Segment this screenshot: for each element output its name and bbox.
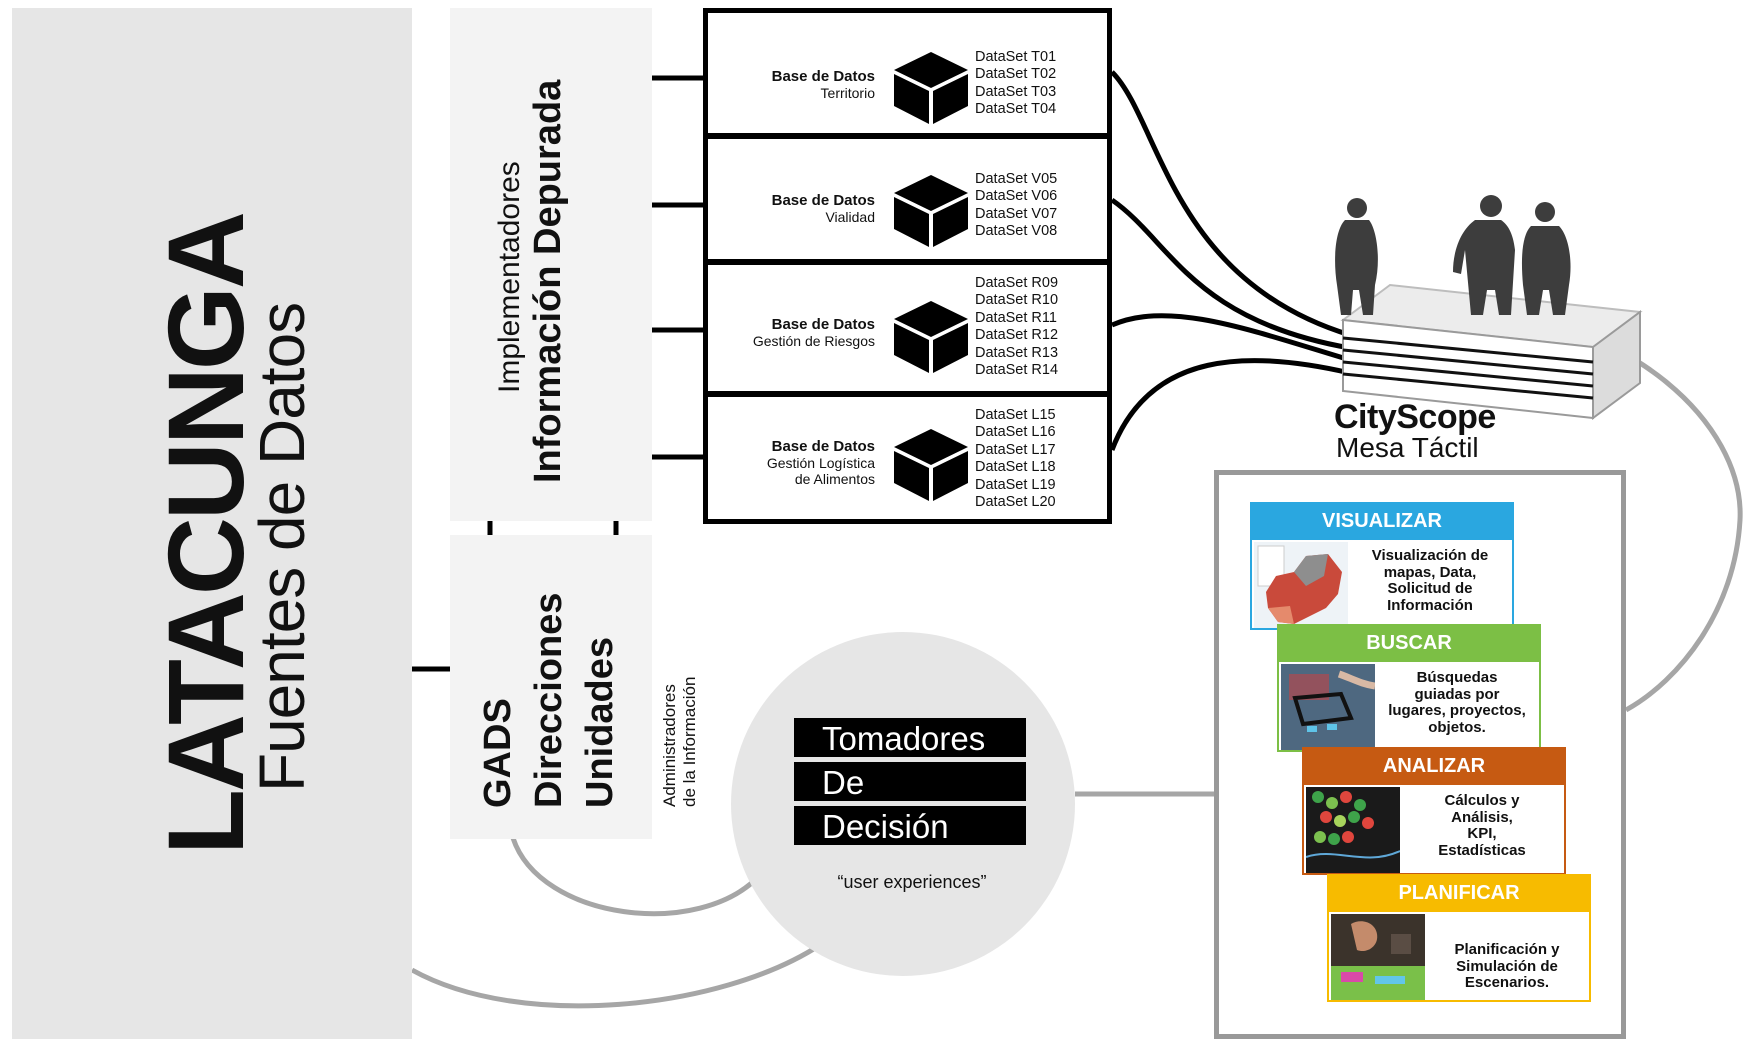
database-title: Base de Datos [771, 192, 875, 209]
database-title: Base de Datos [771, 316, 875, 333]
database-box-logistica: Base de Datos Gestión Logística de Alime… [703, 392, 1112, 524]
card-text-line: Escenarios. [1464, 974, 1550, 991]
city-title: LATACUNGA [145, 214, 266, 855]
dataset-item: DataSet T02 [975, 66, 1057, 83]
database-subtitle: de Alimentos [794, 471, 875, 487]
dataset-item: DataSet R10 [975, 292, 1059, 309]
implementers-label: Implementadores [493, 161, 526, 393]
card-text-line: KPI, [1467, 825, 1497, 842]
card-planificar: PLANIFICAR Planificación y Simulación de… [1327, 874, 1591, 1002]
cityscope-title: CityScope [1334, 398, 1496, 436]
database-box-vialidad: Base de Datos Vialidad DataSet V05 DataS… [703, 134, 1112, 264]
analysis-thumbnail [1306, 787, 1400, 873]
admin-label-line-2: de la Información [680, 676, 699, 807]
card-text-line: Cálculos y [1444, 792, 1520, 809]
database-subtitle: Vialidad [825, 209, 875, 225]
card-title: ANALIZAR [1302, 747, 1566, 785]
card-text-line: Planificación y [1454, 941, 1560, 958]
card-text-line: Estadísticas [1438, 841, 1526, 859]
card-text-line: mapas, Data, [1383, 563, 1477, 581]
card-text-line: Análisis, [1451, 808, 1513, 826]
decision-makers-circle [731, 632, 1075, 976]
dataset-item: DataSet V07 [975, 205, 1058, 222]
card-visualizar: VISUALIZAR Visualización de mapas, Data,… [1250, 502, 1514, 630]
database-title: Base de Datos [771, 438, 875, 455]
people-silhouette-icon [1335, 195, 1571, 315]
card-description: Planificación y Simulación de Escenarios… [1427, 941, 1587, 992]
planning-thumbnail [1331, 914, 1425, 1000]
database-subtitle: Gestión de Riesgos [752, 333, 875, 349]
card-buscar: BUSCAR Búsquedas guiadas por lugares, pr… [1277, 624, 1541, 752]
card-description: Cálculos y Análisis, KPI, Estadísticas [1402, 792, 1562, 859]
dataset-item: DataSet T04 [975, 101, 1057, 118]
sources-subtitle: Fuentes de Datos [246, 302, 318, 792]
card-description: Búsquedas guiadas por lugares, proyectos… [1377, 669, 1537, 736]
dataset-item: DataSet R14 [975, 362, 1059, 379]
dataset-item: DataSet L18 [975, 459, 1056, 476]
dataset-item: DataSet V08 [975, 223, 1058, 240]
unidades-label: Unidades [579, 636, 621, 808]
dataset-item: DataSet L20 [975, 494, 1056, 511]
decision-line-1: Tomadores [794, 718, 1026, 757]
database-subtitle: Territorio [820, 85, 875, 101]
implementers-panel [450, 8, 652, 521]
dataset-item: DataSet L19 [975, 476, 1056, 493]
direcciones-label: Direcciones [528, 592, 570, 808]
dataset-item: DataSet R13 [975, 344, 1059, 361]
card-title: PLANIFICAR [1327, 874, 1591, 912]
database-subtitle: Gestión Logística [766, 455, 875, 471]
functions-frame [1214, 470, 1626, 1039]
card-title: VISUALIZAR [1250, 502, 1514, 540]
map-thumbnail [1254, 542, 1348, 628]
search-thumbnail [1281, 664, 1375, 750]
card-text-line: Información [1387, 596, 1473, 614]
database-cube-icon [894, 52, 968, 124]
gads-panel [450, 535, 652, 839]
database-cube-icon [894, 175, 968, 247]
dataset-item: DataSet L15 [975, 407, 1056, 423]
dataset-item: DataSet R09 [975, 275, 1059, 291]
card-analizar: ANALIZAR Cálculos y Análisis, KPI, [1302, 747, 1566, 875]
dataset-item: DataSet T03 [975, 83, 1057, 100]
database-cube-icon [894, 429, 968, 501]
dataset-item: DataSet R11 [975, 309, 1057, 326]
cityscope-table-illustration [1340, 283, 1643, 420]
card-text-line: guiadas por [1414, 685, 1500, 703]
card-text-line: Visualización de [1371, 547, 1489, 564]
card-description: Visualización de mapas, Data, Solicitud … [1350, 547, 1510, 614]
dataset-item: DataSet L17 [975, 441, 1056, 458]
decision-line-2: De [794, 762, 1026, 801]
card-text-line: objetos. [1428, 718, 1486, 736]
sources-panel [12, 8, 412, 1039]
dataset-item: DataSet V05 [975, 171, 1058, 187]
gads-label: GADS [477, 698, 519, 808]
user-experiences-caption: “user experiences” [837, 872, 987, 892]
database-title: Base de Datos [771, 68, 875, 85]
dataset-item: DataSet V06 [975, 188, 1058, 205]
admin-label-line-1: Administradores [660, 684, 679, 807]
dataset-item: DataSet L16 [975, 424, 1056, 441]
dataset-item: DataSet T01 [975, 49, 1057, 65]
database-cube-icon [894, 301, 968, 373]
card-text-line: Búsquedas [1416, 669, 1498, 686]
database-box-riesgos: Base de Datos Gestión de Riesgos DataSet… [703, 260, 1112, 396]
card-text-line: Simulación de [1456, 957, 1558, 975]
card-text-line: Solicitud de [1387, 580, 1473, 597]
implementers-heading: Información Depurada [527, 79, 569, 483]
decision-line-3: Decisión [794, 806, 1026, 845]
database-box-territorio: Base de Datos Territorio DataSet T01 Dat… [703, 8, 1112, 138]
cityscope-subtitle: Mesa Táctil [1336, 432, 1479, 463]
card-text-line: lugares, proyectos, [1388, 702, 1526, 719]
card-title: BUSCAR [1277, 624, 1541, 662]
dataset-item: DataSet R12 [975, 327, 1059, 344]
